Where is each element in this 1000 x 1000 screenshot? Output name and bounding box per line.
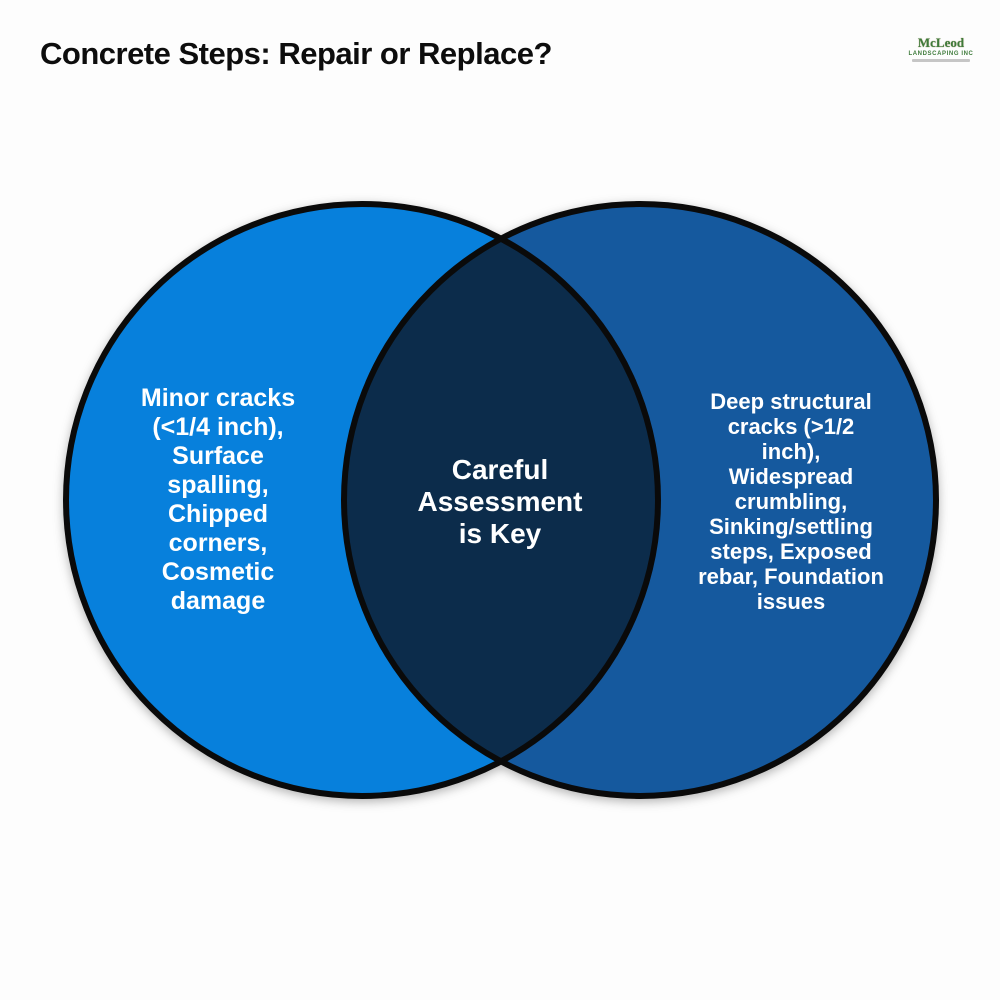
- logo-subtitle-text: LANDSCAPING INC: [908, 51, 974, 57]
- venn-overlap-label: Careful Assessment is Key: [417, 454, 583, 549]
- venn-right-label: Deep structural cracks (>1/2 inch), Wide…: [698, 389, 884, 614]
- page-title: Concrete Steps: Repair or Replace?: [40, 36, 552, 71]
- venn-right-circle-outline: [341, 201, 939, 799]
- logo-name-text: McLeod: [917, 35, 965, 50]
- company-logo: McLeod LANDSCAPING INC: [904, 36, 978, 62]
- venn-overlap-region: [344, 238, 658, 762]
- venn-left-circle-outline: [63, 201, 661, 799]
- logo-tagline-decoration: [912, 59, 970, 62]
- venn-left-label: Minor cracks (<1/4 inch), Surface spalli…: [140, 384, 296, 615]
